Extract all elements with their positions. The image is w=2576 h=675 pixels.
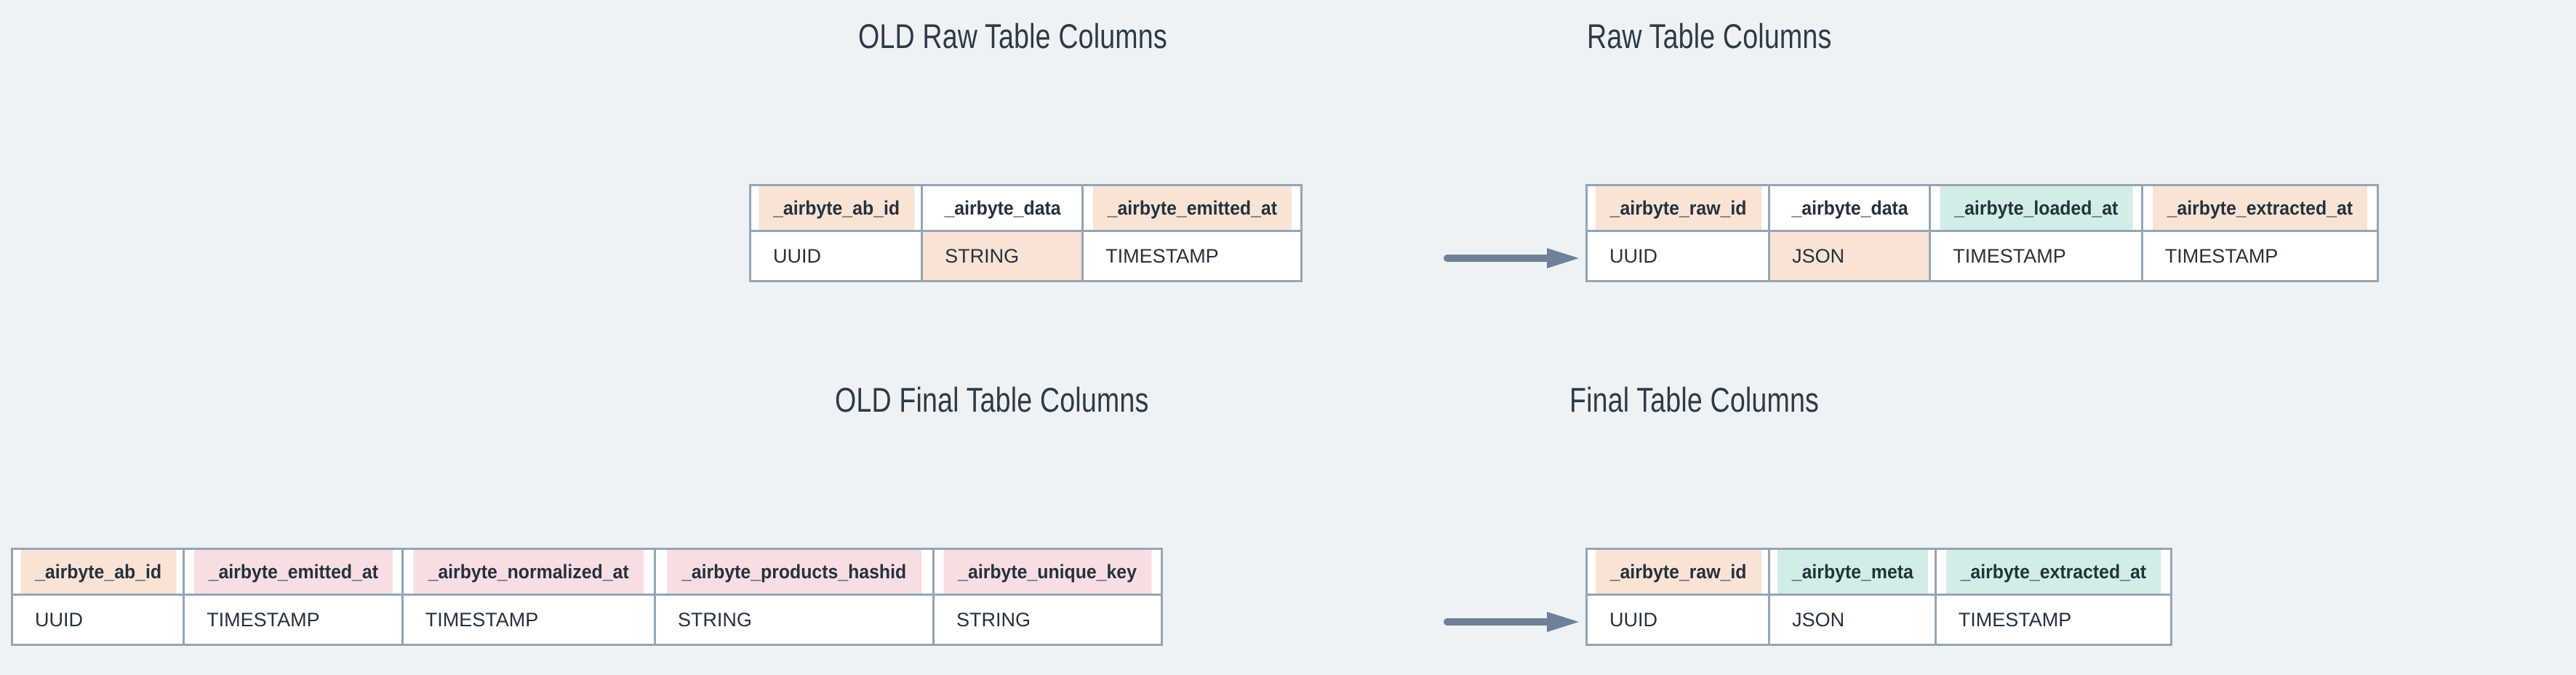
- column-header-airbyte-products-hashid: _airbyte_products_hashid: [665, 548, 924, 596]
- table-header-row: _airbyte_raw_id _airbyte_meta _airbyte_ext…: [1587, 548, 2172, 596]
- column-type-label: UUID: [35, 608, 83, 631]
- column-header-label: _airbyte_normalized_at: [428, 560, 629, 583]
- column-type-label: JSON: [1792, 244, 1845, 267]
- column-type-airbyte-data: STRING: [921, 230, 1084, 282]
- column-type-airbyte-ab-id: UUID: [10, 594, 185, 646]
- new-final-table: _airbyte_raw_id _airbyte_meta _airbyte_ext…: [1585, 548, 2173, 646]
- new-final-table-title: Final Table Columns: [1569, 380, 1820, 419]
- column-type-airbyte-raw-id: UUID: [1585, 594, 1771, 646]
- column-header-airbyte-unique-key: _airbyte_unique_key: [941, 548, 1154, 596]
- table-header-row: _airbyte_ab_id _airbyte_emitted_at _airbyt…: [12, 548, 1162, 596]
- column-type-label: TIMESTAMP: [207, 608, 320, 631]
- column-type-airbyte-extracted-at: TIMESTAMP: [1934, 594, 2173, 646]
- column-type-airbyte-products-hashid: STRING: [653, 594, 935, 646]
- column-type-airbyte-normalized-at: TIMESTAMP: [401, 594, 656, 646]
- column-type-label: JSON: [1792, 608, 1845, 631]
- old-raw-table-title: OLD Raw Table Columns: [858, 17, 1167, 55]
- column-type-airbyte-unique-key: STRING: [932, 594, 1164, 646]
- old-final-table: _airbyte_ab_id _airbyte_emitted_at _airbyt…: [10, 548, 1164, 646]
- column-header-airbyte-meta: _airbyte_meta: [1775, 548, 1930, 596]
- column-type-label: TIMESTAMP: [2164, 244, 2279, 267]
- new-raw-table-title: Raw Table Columns: [1587, 17, 1832, 55]
- column-header-label: _airbyte_loaded_at: [1953, 196, 2119, 219]
- column-header-airbyte-loaded-at: _airbyte_loaded_at: [1937, 184, 2135, 232]
- old-final-table-title: OLD Final Table Columns: [835, 380, 1149, 419]
- old-raw-table: _airbyte_ab_id _airbyte_data _airbyte_emit…: [748, 184, 1303, 282]
- column-header-label: _airbyte_data: [1791, 196, 1908, 219]
- column-type-label: UUID: [1609, 244, 1657, 267]
- table-header-row: _airbyte_ab_id _airbyte_data _airbyte_emit…: [751, 184, 1302, 232]
- column-header-label: _airbyte_emitted_at: [208, 560, 378, 583]
- column-header-airbyte-ab-id: _airbyte_ab_id: [17, 548, 178, 596]
- column-header-label: _airbyte_raw_id: [1609, 560, 1746, 583]
- column-type-label: TIMESTAMP: [1958, 608, 2072, 631]
- column-type-airbyte-ab-id: UUID: [748, 230, 924, 282]
- column-type-label: TIMESTAMP: [425, 608, 539, 631]
- column-type-airbyte-emitted-at: TIMESTAMP: [183, 594, 404, 646]
- table-row: UUID STRING TIMESTAMP: [748, 230, 1303, 282]
- column-header-label: _airbyte_unique_key: [958, 560, 1137, 583]
- column-header-label: _airbyte_ab_id: [772, 196, 900, 219]
- column-type-label: TIMESTAMP: [1105, 244, 1219, 267]
- column-type-airbyte-emitted-at: TIMESTAMP: [1081, 230, 1303, 282]
- column-type-airbyte-extracted-at: TIMESTAMP: [2140, 230, 2380, 282]
- column-header-label: _airbyte_ab_id: [34, 560, 161, 583]
- column-header-label: _airbyte_meta: [1791, 560, 1913, 583]
- column-type-airbyte-meta: JSON: [1768, 594, 1937, 646]
- column-header-airbyte-ab-id: _airbyte_ab_id: [756, 184, 916, 232]
- column-header-airbyte-extracted-at: _airbyte_extracted_at: [2150, 184, 2370, 232]
- column-header-label: _airbyte_products_hashid: [681, 560, 907, 583]
- table-header-row: _airbyte_raw_id _airbyte_data _airbyte_loa…: [1587, 184, 2378, 232]
- column-header-airbyte-extracted-at: _airbyte_extracted_at: [1943, 548, 2164, 596]
- column-type-label: STRING: [677, 608, 752, 631]
- column-type-label: STRING: [956, 608, 1031, 631]
- column-header-airbyte-data: _airbyte_data: [1775, 184, 1925, 232]
- raw-migration-arrow: [1444, 244, 1582, 273]
- table-row: UUID TIMESTAMP TIMESTAMP STRING STRING: [10, 594, 1164, 646]
- column-header-label: _airbyte_raw_id: [1609, 196, 1746, 219]
- table-row: UUID JSON TIMESTAMP: [1585, 594, 2173, 646]
- column-type-airbyte-loaded-at: TIMESTAMP: [1929, 230, 2143, 282]
- column-type-label: TIMESTAMP: [1953, 244, 2066, 267]
- column-header-label: _airbyte_extracted_at: [2167, 196, 2353, 219]
- column-type-label: UUID: [773, 244, 821, 267]
- column-header-label: _airbyte_data: [944, 196, 1061, 219]
- table-row: UUID JSON TIMESTAMP TIMESTAMP: [1585, 230, 2380, 282]
- column-header-airbyte-data: _airbyte_data: [927, 184, 1078, 232]
- final-migration-arrow: [1444, 607, 1582, 636]
- column-header-label: _airbyte_extracted_at: [1960, 560, 2147, 583]
- column-header-airbyte-emitted-at: _airbyte_emitted_at: [191, 548, 395, 596]
- column-type-airbyte-raw-id: UUID: [1585, 230, 1771, 282]
- column-header-airbyte-raw-id: _airbyte_raw_id: [1593, 184, 1763, 232]
- column-type-label: STRING: [945, 244, 1020, 267]
- column-header-airbyte-emitted-at: _airbyte_emitted_at: [1090, 184, 1294, 232]
- column-header-airbyte-normalized-at: _airbyte_normalized_at: [411, 548, 646, 596]
- column-header-airbyte-raw-id: _airbyte_raw_id: [1593, 548, 1763, 596]
- new-raw-table: _airbyte_raw_id _airbyte_data _airbyte_loa…: [1585, 184, 2380, 282]
- column-type-label: UUID: [1609, 608, 1657, 631]
- column-header-label: _airbyte_emitted_at: [1107, 196, 1277, 219]
- column-type-airbyte-data: JSON: [1768, 230, 1932, 282]
